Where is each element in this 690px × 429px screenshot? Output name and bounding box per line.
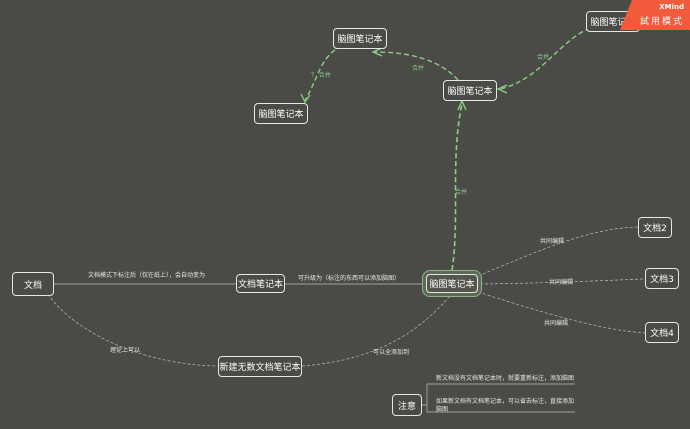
- node-doc3[interactable]: 文档3: [645, 268, 679, 289]
- node-doc[interactable]: 文档: [12, 272, 54, 296]
- label-merge-left: ？ 合并: [311, 72, 331, 79]
- connector-doc-to-newnote: [44, 289, 219, 367]
- node-doc-notebook[interactable]: 文档笔记本: [236, 274, 285, 293]
- node-mindmap-left[interactable]: 脑图笔记本: [254, 103, 308, 124]
- node-mindmap-mid[interactable]: 脑图笔记本: [443, 80, 497, 101]
- label-merge-up: 合并: [455, 189, 468, 196]
- merge-link-top-to-left: [304, 49, 336, 101]
- badge-mode: 試用模式: [639, 17, 684, 27]
- node-central-mindmap-notebook[interactable]: 脑图笔记本: [426, 274, 478, 293]
- label-merge-right: 合并: [537, 54, 550, 61]
- connector-central-to-doc2: [477, 226, 639, 277]
- note-item-2: 如果新文档有文档笔记本，可以省去标注，直接添加脑图: [436, 398, 575, 413]
- label-all-add: 可以全添加到: [373, 349, 410, 356]
- merge-arrow-left: [300, 93, 311, 104]
- node-doc2[interactable]: 文档2: [638, 217, 672, 238]
- label-co-edit-doc2: 共同编辑: [540, 238, 565, 245]
- merge-link-right-to-mid: [499, 27, 591, 90]
- connector-central-to-doc3: [479, 278, 646, 285]
- merge-arrow-mid: [457, 99, 467, 111]
- note-item-1: 新文档没有文档笔记本时，就要重新标注，添加脑图: [436, 375, 575, 382]
- node-new-doc-notebooks[interactable]: 新建无数文档笔记本: [218, 356, 302, 377]
- connector-newnote-to-central: [301, 295, 451, 367]
- label-co-edit-doc3: 共同编辑: [549, 279, 574, 286]
- node-attention[interactable]: 注意: [392, 394, 422, 416]
- label-co-edit-doc4: 共同编辑: [544, 320, 569, 327]
- connector-central-to-doc4: [477, 291, 646, 334]
- label-upgrade: 可升级为（标注的东西可以添加脑图）: [298, 275, 401, 282]
- attention-bracket: [421, 383, 575, 413]
- badge-brand: XMind: [659, 3, 684, 11]
- merge-arrow-top: [371, 47, 383, 57]
- merge-arrow-right: [496, 84, 508, 94]
- trial-mode-badge[interactable]: XMind 試用模式: [620, 0, 690, 30]
- label-doc-to-notebook: 文档模式下标注后（仅在纸上），会自动变为: [88, 272, 206, 279]
- node-doc4[interactable]: 文档4: [645, 322, 679, 343]
- merge-link-central-to-mid: [451, 103, 463, 271]
- label-theory: 理论上可以: [110, 347, 141, 354]
- label-merge-mid: 合并: [412, 65, 425, 72]
- node-mindmap-top[interactable]: 脑图笔记本: [333, 28, 387, 49]
- merge-link-mid-to-top: [374, 51, 459, 81]
